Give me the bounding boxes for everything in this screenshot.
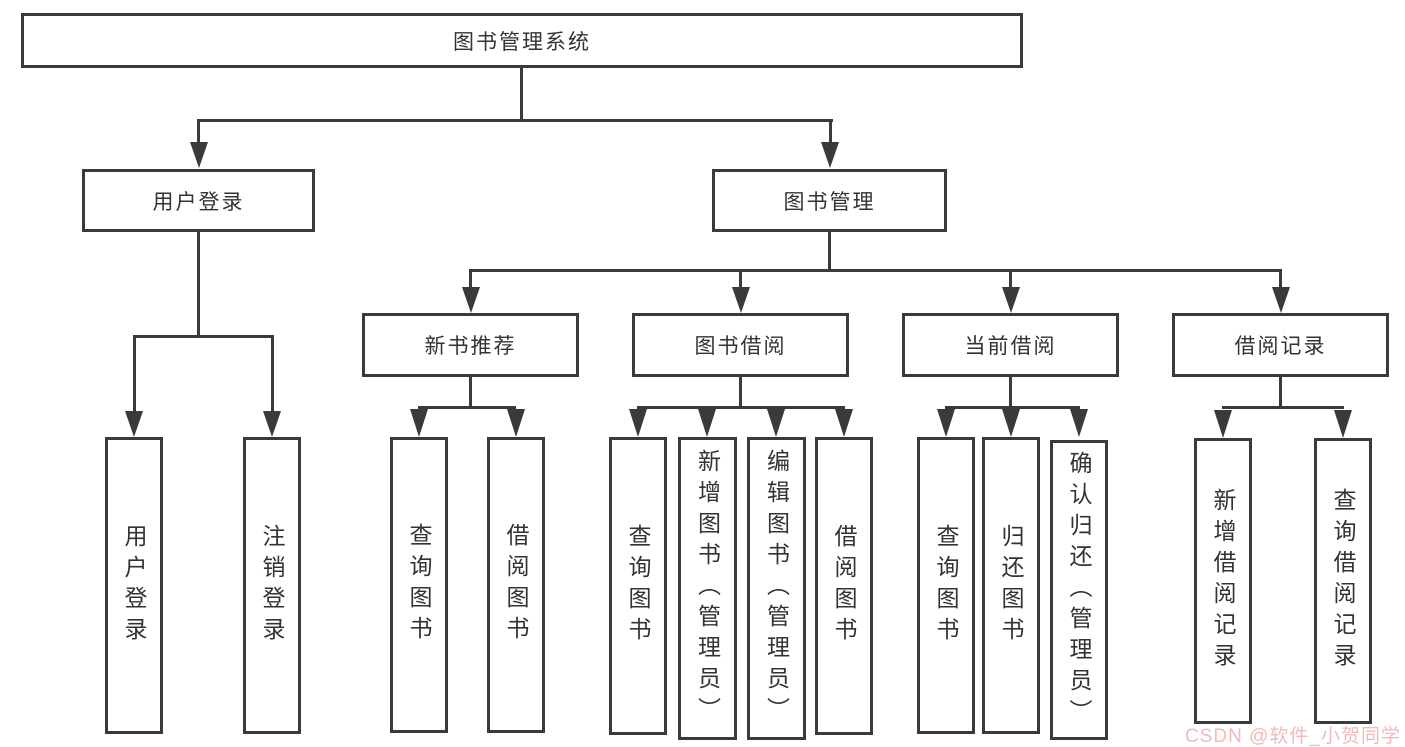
connector-recommend-stem [469,377,472,408]
connector-drop-new-books [469,269,472,291]
leaf-query-books-borrow: 查询图书 [609,437,667,735]
leaf-edit-books-admin: 编辑图书（管理员） [747,437,806,740]
arrow-down-icon [698,409,716,437]
leaf-label: 归还图书 [998,523,1024,648]
leaf-label: 用户登录 [121,523,147,648]
arrow-down-icon [1070,409,1088,437]
leaf-return-books: 归还图书 [982,437,1040,734]
node-current-borrow: 当前借阅 [902,313,1119,377]
arrow-down-icon [263,411,281,437]
leaf-query-books-recommend: 查询图书 [390,437,448,733]
connector-drop-leaf-user-login [133,335,136,413]
leaf-label: 新增借阅记录 [1210,488,1236,674]
leaf-label: 借阅图书 [831,524,857,648]
arrow-down-icon [767,409,785,437]
arrow-down-icon [1002,409,1020,437]
connector-records-hbar [1222,406,1344,409]
leaf-label: 查询图书 [625,524,651,648]
connector-book-mgmt-stem [828,232,831,272]
connector-drop-borrow-records [1279,269,1282,291]
leaf-label: 借阅图书 [503,523,529,647]
connector-drop-leaf-logout [271,335,274,413]
arrow-down-icon [507,409,525,437]
leaf-query-borrow-record: 查询借阅记录 [1314,438,1372,724]
arrow-down-icon [190,142,208,168]
connector-drop-book-borrow [739,269,742,291]
leaf-label: 新增图书（管理员） [694,449,721,728]
leaf-label: 注销登录 [259,523,285,648]
node-book-borrow: 图书借阅 [632,313,849,377]
node-library-system: 图书管理系统 [21,13,1023,68]
connector-current-hbar [945,406,1080,409]
arrow-down-icon [1002,287,1020,313]
arrow-down-icon [1272,287,1290,313]
leaf-confirm-return-admin: 确认归还（管理员） [1050,440,1108,740]
arrow-down-icon [821,142,839,168]
arrow-down-icon [125,411,143,437]
connector-borrow-hbar [637,406,845,409]
connector-user-login-stem [197,232,200,336]
leaf-label: 查询图书 [933,523,959,648]
connector-drop-book-management [829,119,832,145]
connector-borrow-stem [739,377,742,408]
node-book-management: 图书管理 [712,169,947,232]
leaf-user-login: 用户登录 [105,437,163,734]
connector-user-login-hbar [133,335,273,338]
connector-book-mgmt-hbar [469,269,1282,272]
leaf-label: 编辑图书（管理员） [763,449,790,728]
node-user-login: 用户登录 [82,169,315,232]
arrow-down-icon [835,409,853,437]
leaf-add-borrow-record: 新增借阅记录 [1194,438,1252,724]
arrow-down-icon [629,409,647,437]
arrow-down-icon [410,409,428,437]
arrow-down-icon [732,287,750,313]
arrow-down-icon [1334,410,1352,438]
node-borrow-records: 借阅记录 [1172,313,1389,377]
connector-current-stem [1009,377,1012,408]
csdn-watermark: CSDN @软件_小贺同学 [1185,726,1401,747]
leaf-borrow-books: 借阅图书 [815,437,873,735]
arrow-down-icon [462,287,480,313]
leaf-logout: 注销登录 [243,437,301,734]
node-new-book-recommend: 新书推荐 [362,313,579,377]
connector-root-hbar [197,119,833,122]
leaf-label: 查询图书 [406,523,432,647]
leaf-label: 确认归还（管理员） [1066,450,1092,730]
leaf-borrow-books-recommend: 借阅图书 [487,437,545,733]
connector-drop-current-borrow [1009,269,1012,291]
connector-recommend-hbar [418,406,516,409]
connector-drop-user-login [197,119,200,145]
arrow-down-icon [937,409,955,437]
connector-root-stem [520,68,523,122]
arrow-down-icon [1214,410,1232,438]
leaf-label: 查询借阅记录 [1330,488,1356,674]
leaf-query-books-current: 查询图书 [917,437,975,734]
connector-records-stem [1279,377,1282,408]
leaf-add-books-admin: 新增图书（管理员） [678,437,737,740]
